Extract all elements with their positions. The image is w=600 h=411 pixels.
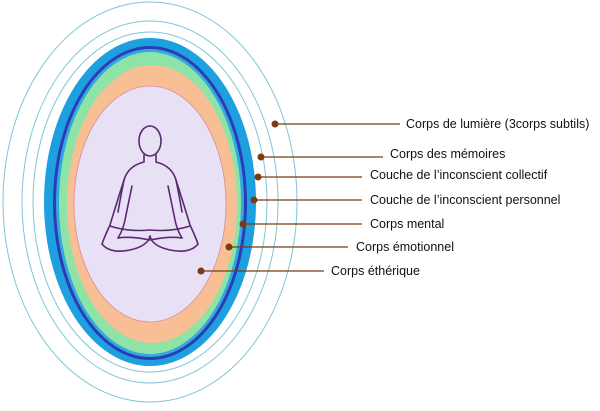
label-group-memories-body: Corps des mémoires xyxy=(257,147,505,161)
pointer-dot xyxy=(254,173,262,181)
label-group-personal-unconscious: Couche de l’inconscient personnel xyxy=(250,193,560,207)
label-etheric-body: Corps éthérique xyxy=(331,264,420,278)
label-mental-body: Corps mental xyxy=(370,217,444,231)
label-collective-unconscious: Couche de l’inconscient collectif xyxy=(370,168,548,182)
outer-aura-ring-2 xyxy=(21,20,279,384)
outer-aura-ring-1 xyxy=(2,1,298,403)
meditating-person-icon xyxy=(101,125,199,252)
inner-body-layer xyxy=(73,85,227,323)
pointer-dot xyxy=(239,220,247,228)
label-group-light-body: Corps de lumière (3corps subtils) xyxy=(271,117,589,131)
label-group-mental-body: Corps mental xyxy=(239,217,444,231)
pointer-dot xyxy=(271,120,279,128)
label-emotional-body: Corps émotionnel xyxy=(356,240,454,254)
pointer-dot xyxy=(257,153,265,161)
label-memories-body: Corps des mémoires xyxy=(390,147,505,161)
label-group-etheric-body: Corps éthérique xyxy=(197,264,420,278)
label-group-collective-unconscious: Couche de l’inconscient collectif xyxy=(254,168,548,182)
outer-aura-ring-3 xyxy=(32,31,268,373)
label-personal-unconscious: Couche de l’inconscient personnel xyxy=(370,193,560,207)
pointer-dot xyxy=(225,243,233,251)
label-group-emotional-body: Corps émotionnel xyxy=(225,240,454,254)
pointer-dot xyxy=(197,267,205,275)
label-light-body: Corps de lumière (3corps subtils) xyxy=(406,117,589,131)
pointer-dot xyxy=(250,196,258,204)
